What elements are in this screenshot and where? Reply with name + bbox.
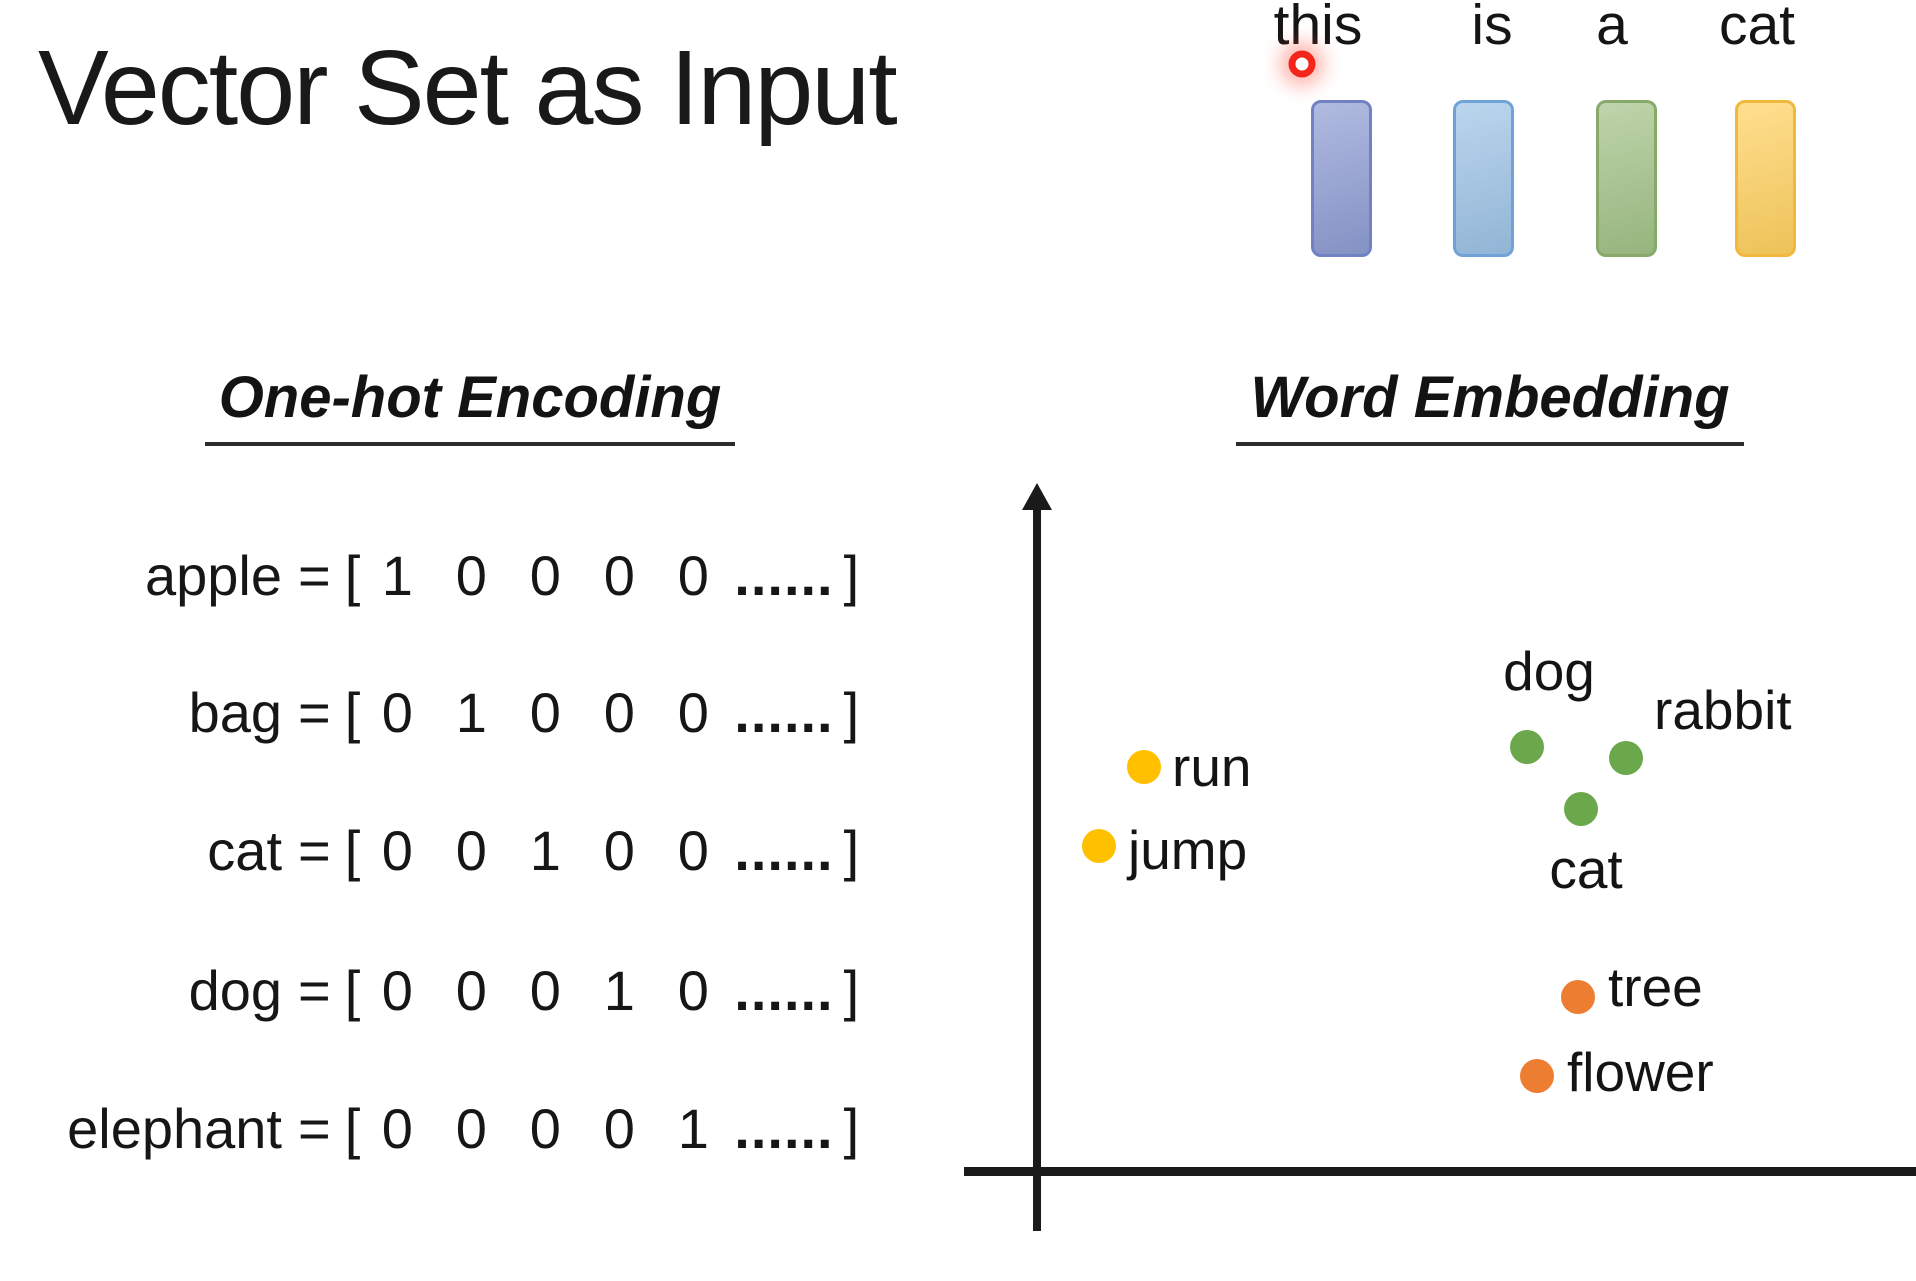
vector-value: 0 <box>455 1096 487 1160</box>
vector-value: 0 <box>677 958 709 1022</box>
vector-value: 0 <box>677 680 709 744</box>
vector-value: 0 <box>381 958 413 1022</box>
word-vector-rect <box>1453 100 1514 257</box>
embedding-point-dot <box>1564 792 1598 826</box>
vector-value: 0 <box>529 543 561 607</box>
close-bracket: ] <box>843 680 860 744</box>
vector-value: 1 <box>455 680 487 744</box>
vector-value: 0 <box>603 543 635 607</box>
embedding-point-dot <box>1127 750 1161 784</box>
vector-value: 0 <box>677 818 709 882</box>
vector-value: 0 <box>677 543 709 607</box>
open-bracket: [ <box>344 818 361 882</box>
onehot-word-label: dog <box>188 958 282 1022</box>
vector-value: 0 <box>381 1096 413 1160</box>
vector-value: 0 <box>603 818 635 882</box>
embedding-point-label: rabbit <box>1654 679 1792 741</box>
embedding-heading: Word Embedding <box>1160 364 1820 446</box>
vector-value: 0 <box>603 1096 635 1160</box>
vector-value: 0 <box>529 680 561 744</box>
vector-value: 1 <box>603 958 635 1022</box>
embedding-point-dot <box>1520 1059 1554 1093</box>
vector-value: 1 <box>529 818 561 882</box>
ellipsis-dots: ...... <box>734 680 834 744</box>
embedding-point-dot <box>1082 829 1116 863</box>
embedding-point-label: flower <box>1567 1041 1714 1103</box>
y-axis-line <box>1033 503 1041 1231</box>
vector-value: 1 <box>381 543 413 607</box>
vector-value: 0 <box>529 958 561 1022</box>
vector-value: 1 <box>677 1096 709 1160</box>
onehot-word-label: cat <box>207 818 282 882</box>
ellipsis-dots: ...... <box>734 543 834 607</box>
vector-value: 0 <box>381 680 413 744</box>
onehot-word-label: bag <box>188 680 282 744</box>
embedding-point-label: tree <box>1608 956 1703 1018</box>
open-bracket: [ <box>344 1096 361 1160</box>
ellipsis-dots: ...... <box>734 818 834 882</box>
onehot-heading: One-hot Encoding <box>140 364 800 446</box>
ellipsis-dots: ...... <box>734 1096 834 1160</box>
vector-value: 0 <box>529 1096 561 1160</box>
onehot-word-label: apple <box>144 543 282 607</box>
embedding-point-label: jump <box>1128 819 1248 881</box>
vector-value: 0 <box>455 958 487 1022</box>
sentence-word: a <box>1596 0 1628 57</box>
vector-value: 0 <box>603 680 635 744</box>
equals-sign: = <box>298 1096 331 1160</box>
x-axis-line <box>964 1167 1916 1176</box>
vector-value: 0 <box>455 818 487 882</box>
open-bracket: [ <box>344 543 361 607</box>
word-vector-rect <box>1311 100 1372 257</box>
embedding-point-dot <box>1609 741 1643 775</box>
open-bracket: [ <box>344 680 361 744</box>
equals-sign: = <box>298 958 331 1022</box>
close-bracket: ] <box>843 1096 860 1160</box>
laser-pointer-icon <box>1288 50 1316 78</box>
embedding-point-dot <box>1561 980 1595 1014</box>
close-bracket: ] <box>843 818 860 882</box>
embedding-point-label: run <box>1172 736 1252 798</box>
vector-value: 0 <box>381 818 413 882</box>
equals-sign: = <box>298 680 331 744</box>
close-bracket: ] <box>843 958 860 1022</box>
sentence-word: this <box>1273 0 1363 57</box>
word-vector-rect <box>1596 100 1657 257</box>
embedding-point-label: dog <box>1503 640 1595 702</box>
ellipsis-dots: ...... <box>734 958 834 1022</box>
sentence-word: is <box>1471 0 1513 57</box>
onehot-word-label: elephant <box>67 1096 282 1160</box>
slide-title: Vector Set as Input <box>38 29 898 147</box>
word-vector-rect <box>1735 100 1796 257</box>
equals-sign: = <box>298 543 331 607</box>
vector-value: 0 <box>455 543 487 607</box>
embedding-point-label: cat <box>1549 838 1623 900</box>
sentence-word: cat <box>1718 0 1796 57</box>
open-bracket: [ <box>344 958 361 1022</box>
embedding-point-dot <box>1510 730 1544 764</box>
equals-sign: = <box>298 818 331 882</box>
close-bracket: ] <box>843 543 860 607</box>
